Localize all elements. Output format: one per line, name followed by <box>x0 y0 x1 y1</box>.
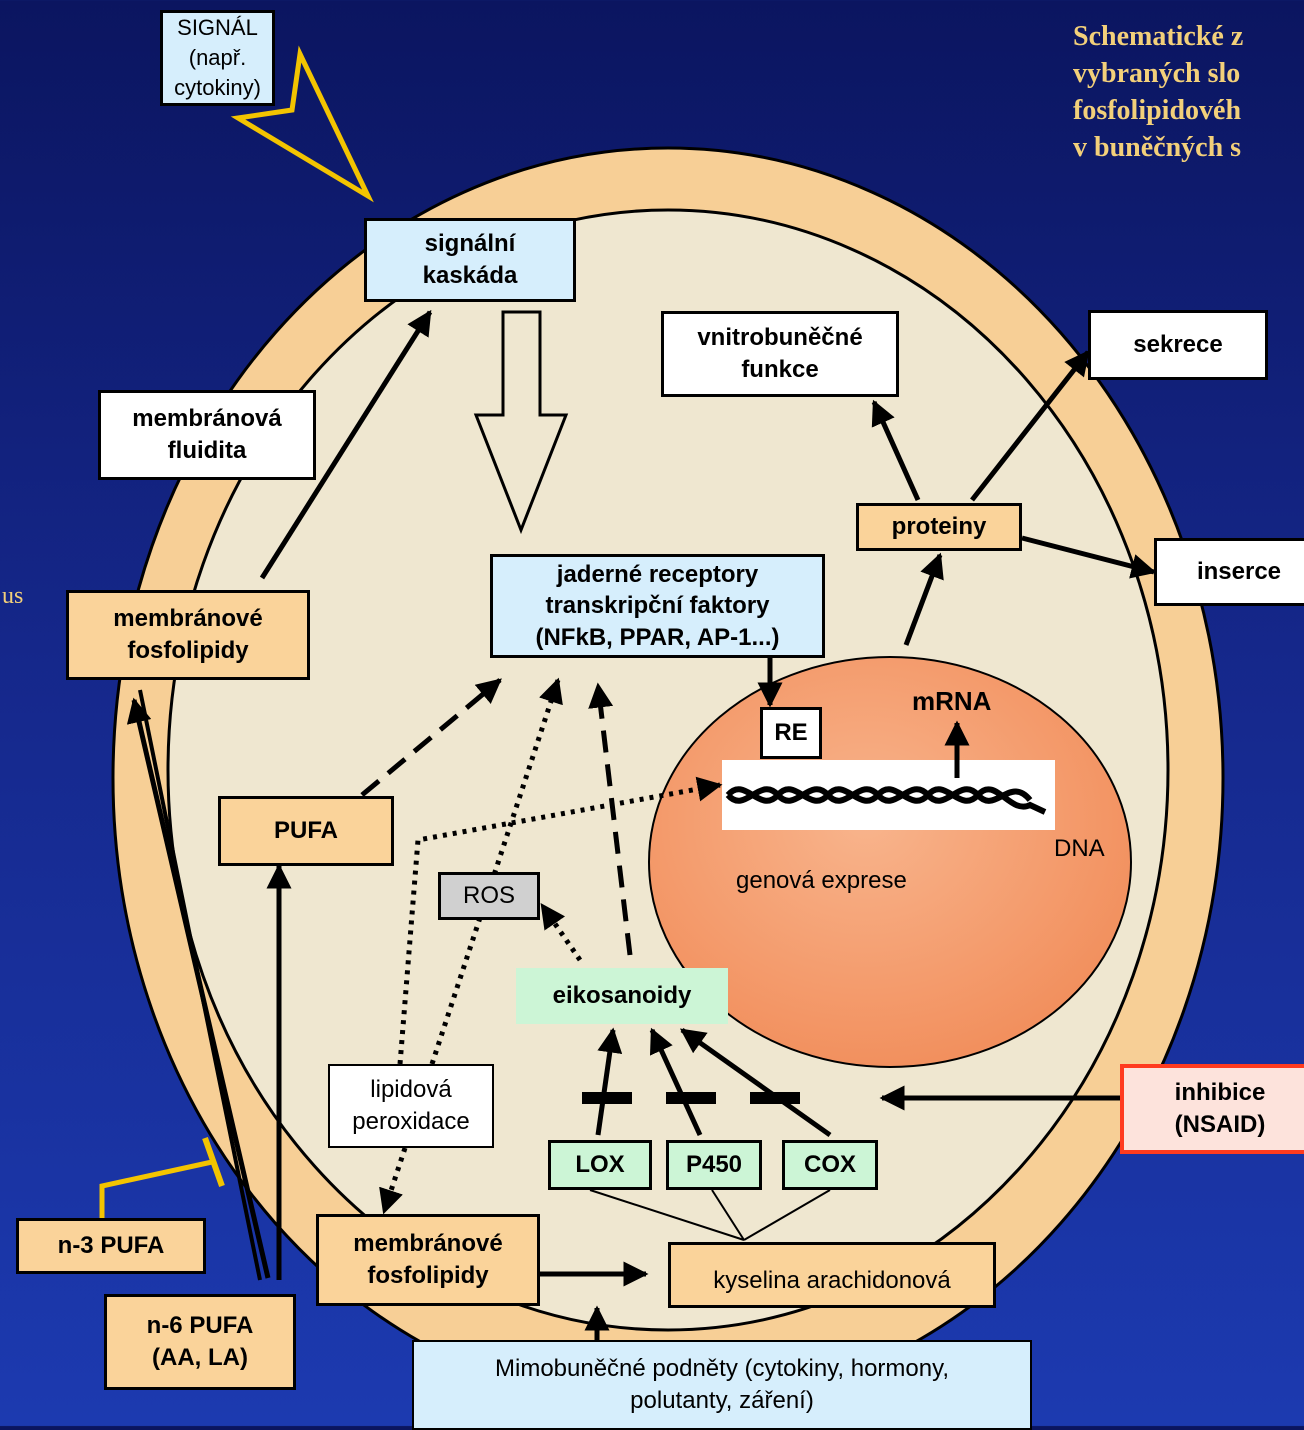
arrow-cox-to-eicosanoids <box>679 1027 832 1138</box>
line-aa-to-lox <box>589 1189 745 1241</box>
signal-cascade-box: signální kaskáda <box>364 218 576 302</box>
p450-box: P450 <box>666 1140 762 1190</box>
membrane-phospholipids-left-box: membránové fosfolipidy <box>66 590 310 680</box>
nuclear-receptors-box: jaderné receptory transkripční faktory (… <box>490 554 825 658</box>
left-edge-fragment: us <box>2 583 24 609</box>
inhibition-box: inhibice (NSAID) <box>1120 1064 1304 1154</box>
membrane-fluidity-box: membránová fluidita <box>98 390 316 480</box>
ros-box: ROS <box>438 872 540 920</box>
line-n6-second <box>138 689 262 1281</box>
proteins-box: proteiny <box>856 503 1022 551</box>
arrow-eicosanoids-to-ros <box>539 902 583 962</box>
arrow-eicosanoids-to-receptors <box>588 682 633 956</box>
arrow-proteins-to-secretion <box>970 350 1090 502</box>
diagram-title: Schematické z vybraných slo fosfolipidov… <box>1073 21 1244 163</box>
arrow-lox-to-eicosanoids <box>595 1027 623 1136</box>
dna-helix-strand-2 <box>725 786 1033 804</box>
nucleus <box>648 656 1132 1068</box>
arrow-proteins-to-functions <box>871 399 921 502</box>
membrane-phospholipids-bottom-box: membránové fosfolipidy <box>316 1214 540 1306</box>
signal-arrow <box>230 45 374 203</box>
arrow-p450-to-eicosanoids <box>649 1027 703 1137</box>
lox-box: LOX <box>548 1140 652 1190</box>
n3-inhibition-bar <box>202 1136 225 1188</box>
re-box: RE <box>760 707 822 759</box>
n3-inhibition-line <box>99 1159 213 1218</box>
insertion-box: inserce <box>1154 538 1304 606</box>
line-aa-to-cox <box>743 1189 831 1241</box>
external-stimuli-box: Mimobuněčné podněty (cytokiny, hormony, … <box>412 1340 1032 1430</box>
cox-box: COX <box>782 1140 878 1190</box>
arrow-pufa-to-receptors <box>360 678 502 797</box>
arrow-proteins-to-insertion <box>1021 535 1157 579</box>
n3-pufa-box: n-3 PUFA <box>16 1218 206 1274</box>
mrna-label: mRNA <box>912 686 992 716</box>
secretion-box: sekrece <box>1088 310 1268 380</box>
arrow-mrna-to-proteins <box>903 552 944 646</box>
cascade-hollow-arrow <box>473 310 569 535</box>
pufa-box: PUFA <box>218 796 394 866</box>
intracellular-functions-box: vnitrobuněčné funkce <box>661 311 899 397</box>
dna-label: DNA <box>1054 835 1105 862</box>
eicosanoids-box: eikosanoidy <box>516 968 728 1024</box>
arrow-fosfolipidy-to-fluidita <box>259 309 433 580</box>
line-aa-to-p450 <box>711 1189 745 1241</box>
n6-pufa-box: n-6 PUFA (AA, LA) <box>104 1294 296 1390</box>
signal-box: SIGNÁL (např. cytokiny) <box>160 10 275 106</box>
lipid-peroxidation-box: lipidová peroxidace <box>328 1064 494 1148</box>
gene-expression-label: genová exprese <box>736 867 907 894</box>
arachidonic-acid-box: kyselina arachidonová <box>668 1242 996 1308</box>
arrow-peroxidation-to-fosfolipidy <box>379 1147 408 1215</box>
